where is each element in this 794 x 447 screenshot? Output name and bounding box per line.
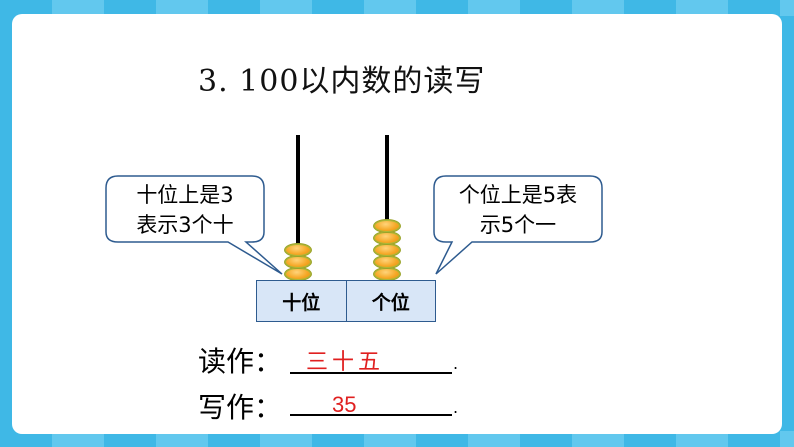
write-label: 写作： — [198, 391, 283, 424]
ones-bead — [373, 267, 401, 281]
right-speech-bubble — [433, 175, 603, 275]
tens-bead — [284, 267, 312, 281]
ones-bead — [373, 243, 401, 257]
left-bubble-line-1: 十位上是3 — [136, 183, 234, 207]
right-bubble-text: 个位上是5表 示5个一 — [438, 180, 598, 240]
ones-bead — [373, 255, 401, 269]
place-value-box: 十位 个位 — [256, 280, 436, 322]
ones-bead — [373, 231, 401, 245]
ones-rod — [385, 135, 389, 281]
bottom-stripe — [0, 431, 794, 447]
left-bubble-text: 十位上是3 表示3个十 — [110, 180, 260, 240]
tens-bead — [284, 255, 312, 269]
ones-bead — [373, 219, 401, 233]
write-end-dot: . — [453, 398, 459, 417]
read-end-dot: . — [453, 354, 459, 373]
top-stripe — [0, 0, 794, 16]
read-label: 读作： — [198, 345, 283, 378]
right-bubble-line-1: 个位上是5表 — [458, 183, 578, 207]
tens-place-label: 十位 — [282, 291, 321, 314]
write-answer-line — [290, 414, 452, 416]
left-bubble-line-2: 表示3个十 — [136, 213, 234, 237]
tens-bead — [284, 243, 312, 257]
right-bubble-line-2: 示5个一 — [479, 213, 557, 237]
read-answer: 三十五 — [306, 350, 385, 375]
slide-title: 3. 100以内数的读写 — [198, 64, 486, 99]
left-speech-bubble — [105, 175, 283, 275]
ones-place-label: 个位 — [345, 281, 436, 321]
tens-rod — [296, 135, 300, 281]
read-answer-line — [290, 372, 452, 374]
write-answer: 35 — [332, 392, 357, 417]
